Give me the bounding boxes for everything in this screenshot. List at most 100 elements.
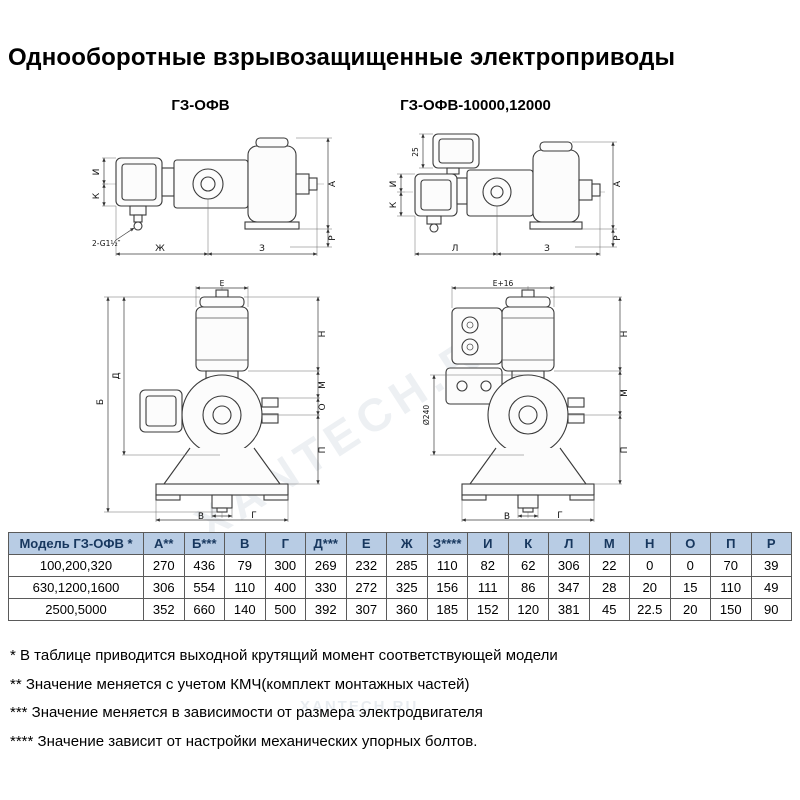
value-cell: 90 <box>750 598 792 621</box>
value-cell: 110 <box>426 554 468 577</box>
value-cell: 22 <box>588 554 630 577</box>
footnote-3: *** Значение меняется в зависимости от р… <box>10 704 483 721</box>
value-cell: 28 <box>588 576 630 599</box>
value-cell: 269 <box>305 554 347 577</box>
dim-label-i: И <box>92 169 102 176</box>
drawing-label-gz-ofv: ГЗ-ОФВ <box>171 97 230 114</box>
value-cell: 347 <box>548 576 590 599</box>
value-cell: 22.5 <box>629 598 671 621</box>
footnotes: * В таблице приводится выходной крутящий… <box>10 642 558 756</box>
dimension-lines <box>399 133 615 256</box>
dim-label-p: П <box>620 447 630 454</box>
extension-lines <box>397 133 617 256</box>
dim-label-z: З <box>544 244 550 254</box>
table-header-cell: Модель ГЗ-ОФВ * <box>8 532 144 555</box>
dim-label-e16: Е+16 <box>493 279 514 288</box>
model-cell: 2500,5000 <box>8 598 144 621</box>
technical-drawing-side-view-gz-ofv: А Р Ж З И К 2-G1½″ <box>92 137 338 256</box>
model-cell: 630,1200,1600 <box>8 576 144 599</box>
dim-label-l: Л <box>452 244 459 254</box>
value-cell: 111 <box>467 576 509 599</box>
dim-label-k: К <box>92 192 102 199</box>
value-cell: 20 <box>669 598 711 621</box>
dim-label-dia240: Ø240 <box>422 405 431 425</box>
value-cell: 306 <box>143 576 185 599</box>
footnote-4: **** Значение зависит от настройки механ… <box>10 732 478 750</box>
technical-drawing-side-view-gz-ofv-10000: 25 И К Л З А Р <box>389 133 623 256</box>
table-header-cell: О <box>669 532 711 555</box>
value-cell: 300 <box>264 554 306 577</box>
value-cell: 70 <box>710 554 752 577</box>
value-cell: 330 <box>305 576 347 599</box>
dim-label-d: Д <box>112 372 122 379</box>
body-details <box>196 317 248 361</box>
value-cell: 0 <box>669 554 711 577</box>
dim-label-p: П <box>318 447 328 454</box>
table-header-cell: К <box>507 532 549 555</box>
dim-label-k: К <box>389 201 399 208</box>
table-header-cell: Ж <box>386 532 428 555</box>
table-header-cell: Б*** <box>183 532 225 555</box>
value-cell: 49 <box>750 576 792 599</box>
dim-label-v: В <box>504 512 510 522</box>
table-header-cell: И <box>467 532 509 555</box>
value-cell: 500 <box>264 598 306 621</box>
dim-label-25: 25 <box>411 147 420 157</box>
value-cell: 15 <box>669 576 711 599</box>
value-cell: 270 <box>143 554 185 577</box>
dim-label-n: Н <box>318 331 328 338</box>
value-cell: 436 <box>183 554 225 577</box>
value-cell: 360 <box>386 598 428 621</box>
conduit-annotation: 2-G1½″ <box>92 239 121 248</box>
actuator-front-body <box>139 289 289 513</box>
value-cell: 232 <box>345 554 387 577</box>
value-cell: 272 <box>345 576 387 599</box>
footnote-2: ** Значение меняется с учетом КМЧ(компле… <box>10 675 470 693</box>
value-cell: 554 <box>183 576 225 599</box>
dim-label-r: Р <box>328 235 338 241</box>
drawing-label-gz-ofv-10000: ГЗ-ОФВ-10000,12000 <box>400 97 551 114</box>
dim-label-g: Г <box>251 511 257 521</box>
dimension-lines <box>432 286 622 522</box>
table-header-cell: З**** <box>426 532 468 555</box>
technical-drawing-front-view-gz-ofv: Е Б Д Н М О П В Г <box>96 279 328 522</box>
value-cell: 82 <box>467 554 509 577</box>
value-cell: 381 <box>548 598 590 621</box>
table-header-cell: Л <box>548 532 590 555</box>
value-cell: 120 <box>507 598 549 621</box>
value-cell: 152 <box>467 598 509 621</box>
value-cell: 352 <box>143 598 185 621</box>
value-cell: 325 <box>386 576 428 599</box>
model-cell: 100,200,320 <box>8 554 144 577</box>
dim-label-e: Е <box>220 279 225 288</box>
value-cell: 39 <box>750 554 792 577</box>
value-cell: 307 <box>345 598 387 621</box>
technical-drawing-front-view-gz-ofv-10000: Е+16 Ø240 Н М П В Г <box>422 279 630 522</box>
value-cell: 110 <box>224 576 266 599</box>
value-cell: 140 <box>224 598 266 621</box>
value-cell: 156 <box>426 576 468 599</box>
page-title: Однооборотные взрывозащищенные электропр… <box>8 44 676 71</box>
extension-lines <box>104 286 320 522</box>
dim-label-a: А <box>613 180 623 187</box>
dim-label-b: Б <box>96 399 106 405</box>
value-cell: 306 <box>548 554 590 577</box>
dim-label-z: З <box>259 244 265 254</box>
dim-label-v: В <box>198 512 204 522</box>
dim-label-zh: Ж <box>155 244 165 254</box>
table-header-cell: А** <box>143 532 185 555</box>
table-header-cell: П <box>710 532 752 555</box>
value-cell: 86 <box>507 576 549 599</box>
value-cell: 392 <box>305 598 347 621</box>
table-header-cell: Г <box>264 532 306 555</box>
dim-label-r: Р <box>613 235 623 241</box>
value-cell: 660 <box>183 598 225 621</box>
dim-label-i: И <box>389 181 399 188</box>
table-header-cell: М <box>588 532 630 555</box>
table-header-cell: Д*** <box>305 532 347 555</box>
footnote-1: * В таблице приводится выходной крутящий… <box>10 647 558 664</box>
